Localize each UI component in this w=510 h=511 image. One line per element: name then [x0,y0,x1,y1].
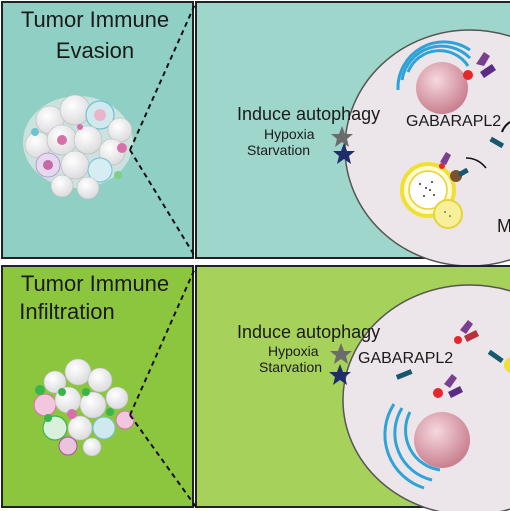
infiltration-title-line2: Infiltration [19,299,114,324]
evasion-induce-label: Induce autophagy [237,104,380,124]
evasion-hypoxia-label: Hypoxia [264,126,315,142]
autophagosome-edge-icon [504,357,510,373]
receptor-icon [454,320,479,344]
endoplasmic-reticulum-icon [383,403,441,490]
zoom-line-upper [129,1,197,151]
autophagosome-icon [400,152,469,229]
arrow-icon [501,121,510,133]
starvation-star-icon [329,364,351,385]
receptor-icon [433,374,463,398]
infiltration-induce-label: Induce autophagy [237,322,380,342]
infiltration-title-line1: Tumor Immune [21,271,169,296]
evasion-title-line2: Evasion [56,38,134,63]
protein-fragment-icon [487,349,504,364]
tumor-cell [342,284,510,511]
infiltration-protein-label: GABARAPL2 [358,350,453,367]
hypoxia-star-icon [330,343,352,364]
evasion-protein-label: GABARAPL2 [406,113,501,130]
receptor-icon [463,52,496,80]
infiltration-hypoxia-label: Hypoxia [268,343,319,359]
zoom-line-lower [129,149,197,259]
nucleus [414,412,470,468]
endoplasmic-reticulum-icon [396,40,472,91]
protein-fragment-icon [489,136,505,149]
zoom-line-upper [129,265,197,416]
infiltration-starvation-label: Starvation [259,359,322,375]
tumor-cluster-icon [23,94,133,200]
starvation-star-icon [333,143,355,164]
protein-fragment-icon [395,369,413,380]
evasion-title-line1: Tumor Immune [21,7,169,32]
curved-arrow-icon [465,157,487,169]
evasion-starvation-label: Starvation [247,142,310,158]
nucleus [416,62,468,114]
panel-evasion: Tumor Immune Evasion [1,1,510,267]
zoom-line-lower [129,414,197,508]
hypoxia-star-icon [331,126,353,147]
panel-infiltration: Tumor Immune Infiltration [1,265,510,511]
evasion-cut-label: M [497,216,510,236]
